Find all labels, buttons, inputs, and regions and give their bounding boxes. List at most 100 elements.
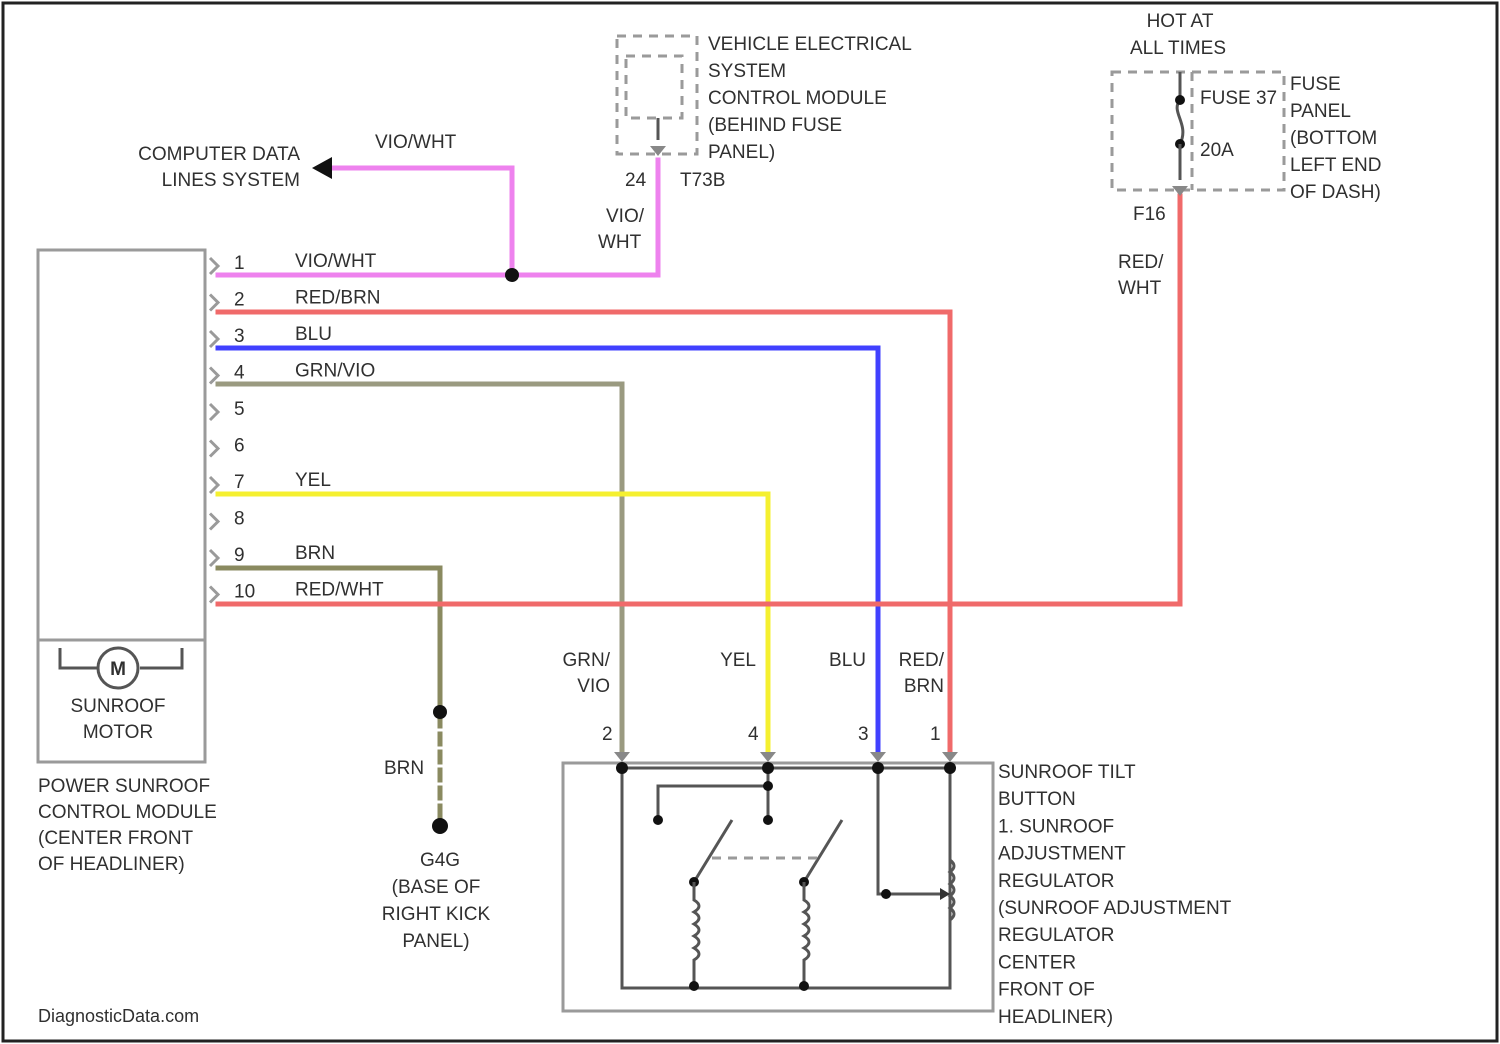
module-pin-9-wire-color: BRN — [295, 543, 335, 564]
module-pin-2-terminal — [210, 295, 218, 311]
splice-vio-wht — [505, 268, 519, 282]
fuse-pin: F16 — [1133, 204, 1166, 225]
module-pin-10-wire-color: RED/WHT — [295, 580, 384, 601]
hot-label-2: ALL TIMES — [1130, 38, 1226, 59]
module-pin-3-number: 3 — [234, 326, 245, 347]
tilt-pin-2-number: 2 — [602, 724, 613, 745]
vecm-connector: T73B — [680, 170, 725, 191]
fuse-rating: 20A — [1200, 140, 1234, 161]
cdl-label-1: COMPUTER DATA — [138, 144, 300, 165]
fuse-icon — [1177, 100, 1183, 144]
tilt-pin-2-contact — [616, 762, 628, 774]
fuse-terminal-top — [1175, 95, 1185, 105]
tilt-pin-4-contact — [762, 762, 774, 774]
motor-label-2: MOTOR — [83, 722, 153, 743]
motor-symbol: M — [110, 659, 126, 680]
module-pin-2-number: 2 — [234, 290, 245, 311]
fuse-name: FUSE 37 — [1200, 88, 1277, 109]
pot-wiper — [878, 768, 940, 894]
module-pin-8-terminal — [210, 514, 218, 530]
cdl-wire-label: VIO/WHT — [375, 132, 457, 153]
module-pin-9-terminal — [210, 550, 218, 566]
module-pin-10-number: 10 — [234, 582, 255, 603]
tilt-pin-2-wire-color-2: VIO — [577, 676, 610, 697]
vecm-label-4: (BEHIND FUSE — [708, 115, 842, 136]
contact-1 — [653, 815, 663, 825]
tilt-pin-3-contact — [872, 762, 884, 774]
fuse-panel-2: PANEL — [1290, 101, 1351, 122]
motor-winding — [60, 648, 97, 668]
vecm-inner — [626, 56, 682, 118]
ground-name-4: PANEL) — [402, 931, 469, 952]
module-pin-10-terminal — [210, 587, 218, 603]
fuse-panel-4: LEFT END — [1290, 155, 1382, 176]
coil-1-node — [689, 981, 699, 991]
module-name-1: POWER SUNROOF — [38, 776, 210, 797]
cdl-label-2: LINES SYSTEM — [162, 170, 300, 191]
tilt-name-4: ADJUSTMENT — [998, 844, 1126, 865]
module-pin-1-wire-color: VIO/WHT — [295, 251, 377, 272]
tilt-name-3: 1. SUNROOF — [998, 816, 1114, 837]
module-name-3: (CENTER FRONT — [38, 828, 194, 849]
tilt-pin-1-number: 1 — [930, 724, 941, 745]
ground-name-1: G4G — [420, 850, 460, 871]
tilt-pin-4-terminal — [760, 752, 776, 762]
module-name-2: CONTROL MODULE — [38, 802, 217, 823]
brn-connector-top — [433, 705, 447, 719]
vecm-label-1: VEHICLE ELECTRICAL — [708, 34, 912, 55]
tilt-pin-4-wire-color-1: YEL — [720, 650, 756, 671]
tilt-pin-1-terminal — [942, 752, 958, 762]
vecm-label-2: SYSTEM — [708, 61, 786, 82]
module-pin-9-number: 9 — [234, 545, 245, 566]
tilt-pin-3-wire-color-1: BLU — [829, 650, 866, 671]
module-pin-4-number: 4 — [234, 363, 245, 384]
hot-label-1: HOT AT — [1147, 11, 1214, 32]
switch-blade-1 — [694, 820, 732, 882]
vecm-label-5: PANEL) — [708, 142, 775, 163]
module-pin-5-terminal — [210, 404, 218, 420]
tilt-pin-1-wire-color-2: BRN — [904, 676, 944, 697]
vecm-pin-num: 24 — [625, 170, 647, 191]
vecm-wire-2: WHT — [598, 232, 642, 253]
module-pin-1-terminal — [210, 258, 218, 274]
wire-yel — [218, 494, 768, 752]
module-pin-5-number: 5 — [234, 399, 245, 420]
tilt-pin-4-number: 4 — [748, 724, 759, 745]
tilt-name-5: REGULATOR — [998, 871, 1115, 892]
fuse-panel-3: (BOTTOM — [1290, 128, 1377, 149]
module-pin-7-wire-color: YEL — [295, 470, 331, 491]
tilt-pin-3-number: 3 — [858, 724, 869, 745]
contact-node — [763, 781, 773, 791]
tilt-name-8: CENTER — [998, 952, 1076, 973]
module-pin-4-terminal — [210, 368, 218, 384]
vecm-wire-1: VIO/ — [606, 206, 645, 227]
vecm-label-3: CONTROL MODULE — [708, 88, 887, 109]
ground-name-3: RIGHT KICK — [382, 904, 491, 925]
watermark: DiagnosticData.com — [38, 1006, 199, 1026]
module-name-4: OF HEADLINER) — [38, 854, 185, 875]
tilt-pin-1-wire-color-1: RED/ — [899, 650, 945, 671]
switch-common — [658, 768, 768, 820]
coil-2 — [804, 882, 809, 986]
module-pin-2-wire-color: RED/BRN — [295, 288, 381, 309]
module-pin-8-number: 8 — [234, 509, 245, 530]
contact-2 — [763, 815, 773, 825]
fuse-wire-2: WHT — [1118, 278, 1162, 299]
module-pin-4-wire-color: GRN/VIO — [295, 361, 375, 382]
module-pin-3-wire-color: BLU — [295, 324, 332, 345]
module-pin-3-terminal — [210, 331, 218, 347]
fuse-panel-5: OF DASH) — [1290, 182, 1381, 203]
tilt-pin-2-wire-color-1: GRN/ — [563, 650, 611, 671]
tilt-name-2: BUTTON — [998, 789, 1076, 810]
tilt-name-7: REGULATOR — [998, 925, 1115, 946]
tilt-name-9: FRONT OF — [998, 980, 1095, 1001]
coil-1 — [694, 882, 699, 986]
tilt-pin-2-terminal — [614, 752, 630, 762]
module-pin-7-terminal — [210, 477, 218, 493]
module-pin-6-terminal — [210, 441, 218, 457]
motor-label-1: SUNROOF — [71, 696, 166, 717]
motor-winding-right — [140, 648, 182, 668]
